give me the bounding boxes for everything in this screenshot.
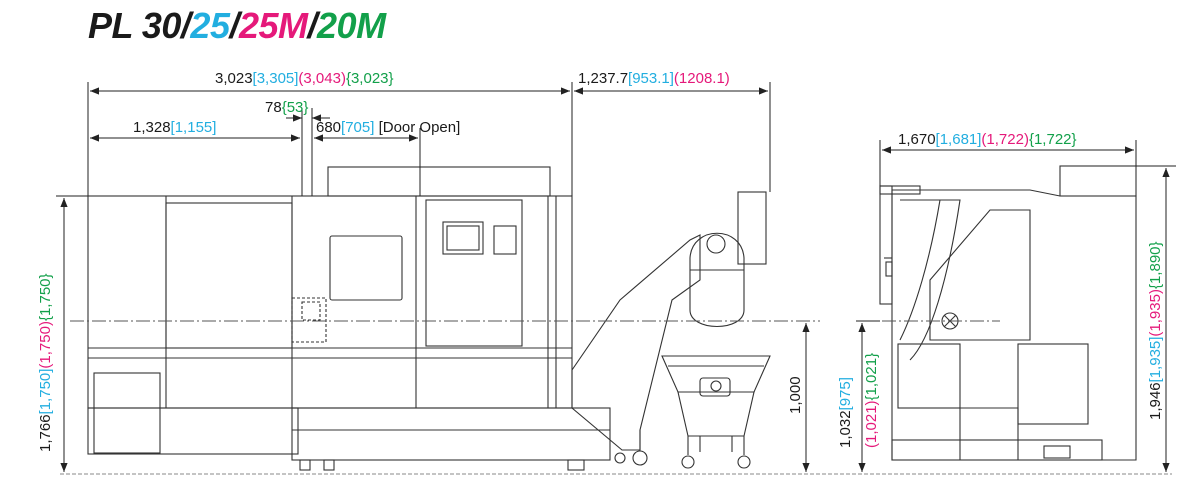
title-model-20m: 20M	[317, 5, 386, 46]
title-separator: /	[229, 5, 239, 46]
front-view	[87, 166, 611, 471]
lower-left-hatch	[93, 372, 161, 454]
total-length-label: 3,023[3,305](3,043){3,023}	[215, 70, 394, 87]
spindle-height-label-line1: 1,032[975]	[837, 377, 854, 448]
model-title: PL 30/25/25M/20M	[88, 4, 386, 48]
chip-conveyor	[571, 191, 767, 466]
title-model-pl30: PL 30	[88, 5, 181, 46]
front-machine-body	[87, 195, 573, 409]
dimension-labels: 3,023[3,305](3,043){3,023} 1,237.7[953.1…	[37, 70, 1164, 452]
overall-height-label: 1,766[1,750](1,750){1,750}	[37, 273, 54, 452]
chip-bucket	[661, 355, 771, 469]
title-separator: /	[180, 5, 191, 46]
conveyor-head	[689, 232, 745, 328]
gap-label: 78{53}	[265, 99, 308, 116]
top-housing	[327, 166, 551, 197]
title-model-25: 25	[190, 5, 230, 46]
conveyor-length-label: 1,237.7[953.1](1208.1)	[578, 70, 730, 87]
machine-base	[291, 407, 611, 461]
side-top-housing	[1059, 165, 1137, 197]
side-control-box	[879, 185, 893, 305]
operator-panel	[425, 199, 523, 347]
spindle-height-label-line2: (1,021){1,021}	[863, 353, 880, 448]
title-separator: /	[307, 5, 318, 46]
side-view	[879, 165, 1137, 461]
conveyor-wheel	[632, 450, 648, 466]
dimension-lines	[56, 82, 1176, 472]
left-section-label: 1,328[1,155]	[133, 119, 216, 136]
conveyor-motor	[737, 191, 767, 265]
left-door	[165, 202, 293, 349]
control-screen	[442, 221, 484, 255]
side-width-label: 1,670[1,681](1,722){1,722}	[898, 131, 1077, 148]
side-height-label: 1,946[1,935](1,935){1,890}	[1147, 241, 1164, 420]
conveyor-height-label: 1,000	[787, 376, 804, 414]
title-model-25m: 25M	[238, 5, 308, 46]
door-open-label: 680[705] [Door Open]	[316, 119, 460, 136]
door-window	[329, 235, 403, 301]
side-guard	[929, 209, 1031, 341]
